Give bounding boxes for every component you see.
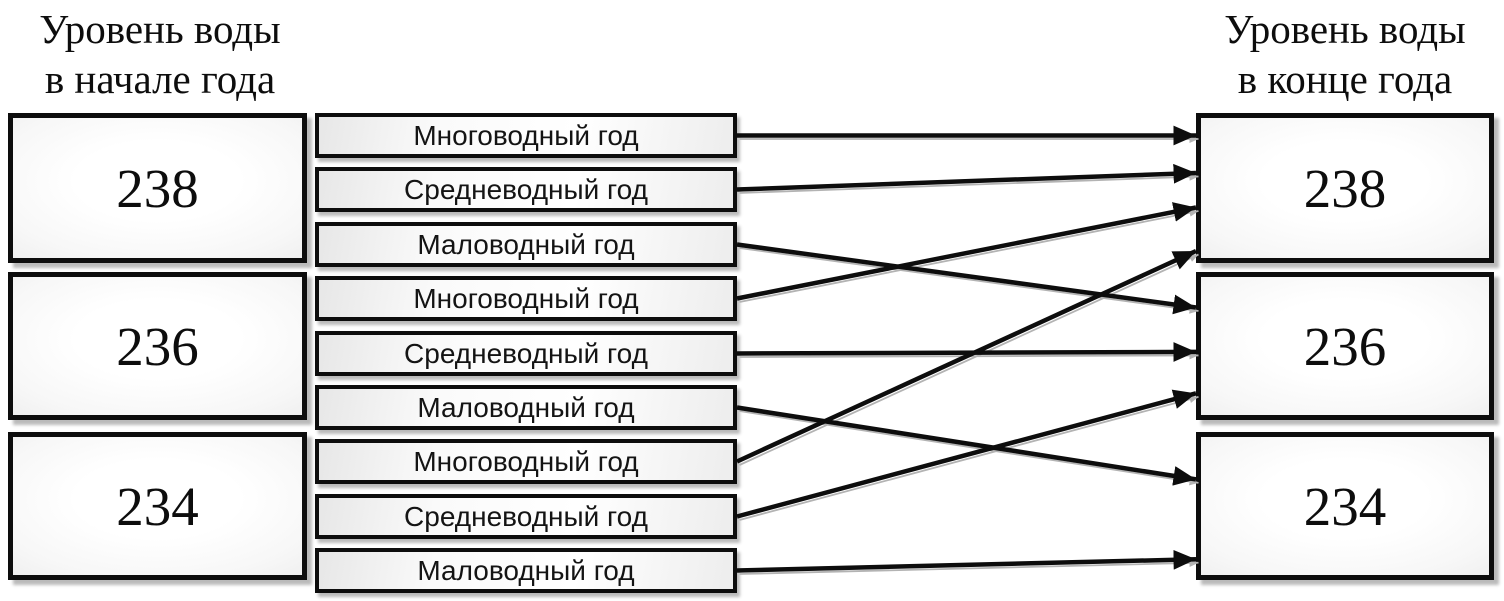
arrow-shadow-4 [739, 351, 1199, 360]
end-level-box-236: 236 [1196, 272, 1494, 420]
year-type-label-3: Многоводный год [413, 282, 639, 314]
arrow-6 [736, 248, 1197, 464]
year-type-box-0: Многоводный год [315, 113, 737, 158]
year-type-box-5: Маловодный год [315, 385, 737, 430]
start-level-value-234: 234 [116, 475, 199, 537]
end-header-line1: Уровень воды [1224, 6, 1466, 52]
end-level-value-234: 234 [1303, 475, 1387, 537]
start-header-line1: Уровень воды [39, 6, 281, 52]
end-header-line2: в конце года [1237, 56, 1453, 102]
arrow-shadow-1 [739, 172, 1199, 194]
end-level-box-238: 238 [1196, 113, 1494, 263]
arrow-3 [736, 202, 1197, 301]
year-type-label-1: Средневодный год [404, 173, 648, 205]
arrow-7 [736, 389, 1197, 519]
end-level-box-234: 234 [1196, 432, 1494, 580]
arrow-shadow-3 [739, 208, 1199, 303]
year-type-box-6: Многоводный год [315, 439, 737, 484]
start-level-value-238: 238 [116, 157, 199, 219]
end-column-header: Уровень воды в конце года [1186, 4, 1504, 104]
start-level-box-234: 234 [8, 432, 307, 580]
arrow-shadow-6 [739, 253, 1199, 466]
arrow-1 [736, 163, 1197, 192]
start-level-box-238: 238 [8, 113, 307, 263]
year-type-box-4: Средневодный год [315, 331, 737, 376]
start-level-value-236: 236 [116, 315, 199, 377]
end-level-value-238: 238 [1303, 157, 1387, 219]
year-type-label-0: Многоводный год [413, 119, 639, 151]
year-type-box-2: Маловодный год [315, 222, 737, 267]
start-header-line2: в начале года [44, 56, 276, 102]
start-level-box-236: 236 [8, 272, 307, 420]
arrow-shadow-7 [739, 395, 1199, 521]
year-type-box-1: Средневодный год [315, 167, 737, 212]
arrow-8 [736, 549, 1197, 573]
year-type-label-4: Средневодный год [404, 337, 648, 369]
arrow-shadow-2 [739, 247, 1199, 314]
year-type-label-7: Средневодный год [404, 500, 648, 532]
year-type-box-7: Средневодный год [315, 494, 737, 539]
year-type-box-8: Маловодный год [315, 548, 737, 593]
year-type-label-5: Маловодный год [417, 391, 635, 423]
year-type-box-3: Многоводный год [315, 276, 737, 321]
end-level-value-236: 236 [1303, 315, 1387, 377]
year-type-label-6: Многоводный год [413, 445, 639, 477]
arrow-shadow-5 [739, 410, 1199, 486]
start-column-header: Уровень воды в начале года [0, 4, 320, 104]
year-type-label-8: Маловодный год [417, 554, 635, 586]
arrow-shadow-8 [739, 559, 1199, 575]
arrow-5 [736, 405, 1197, 486]
arrow-4 [736, 342, 1197, 362]
year-type-label-2: Маловодный год [417, 228, 635, 260]
arrow-2 [736, 242, 1197, 315]
